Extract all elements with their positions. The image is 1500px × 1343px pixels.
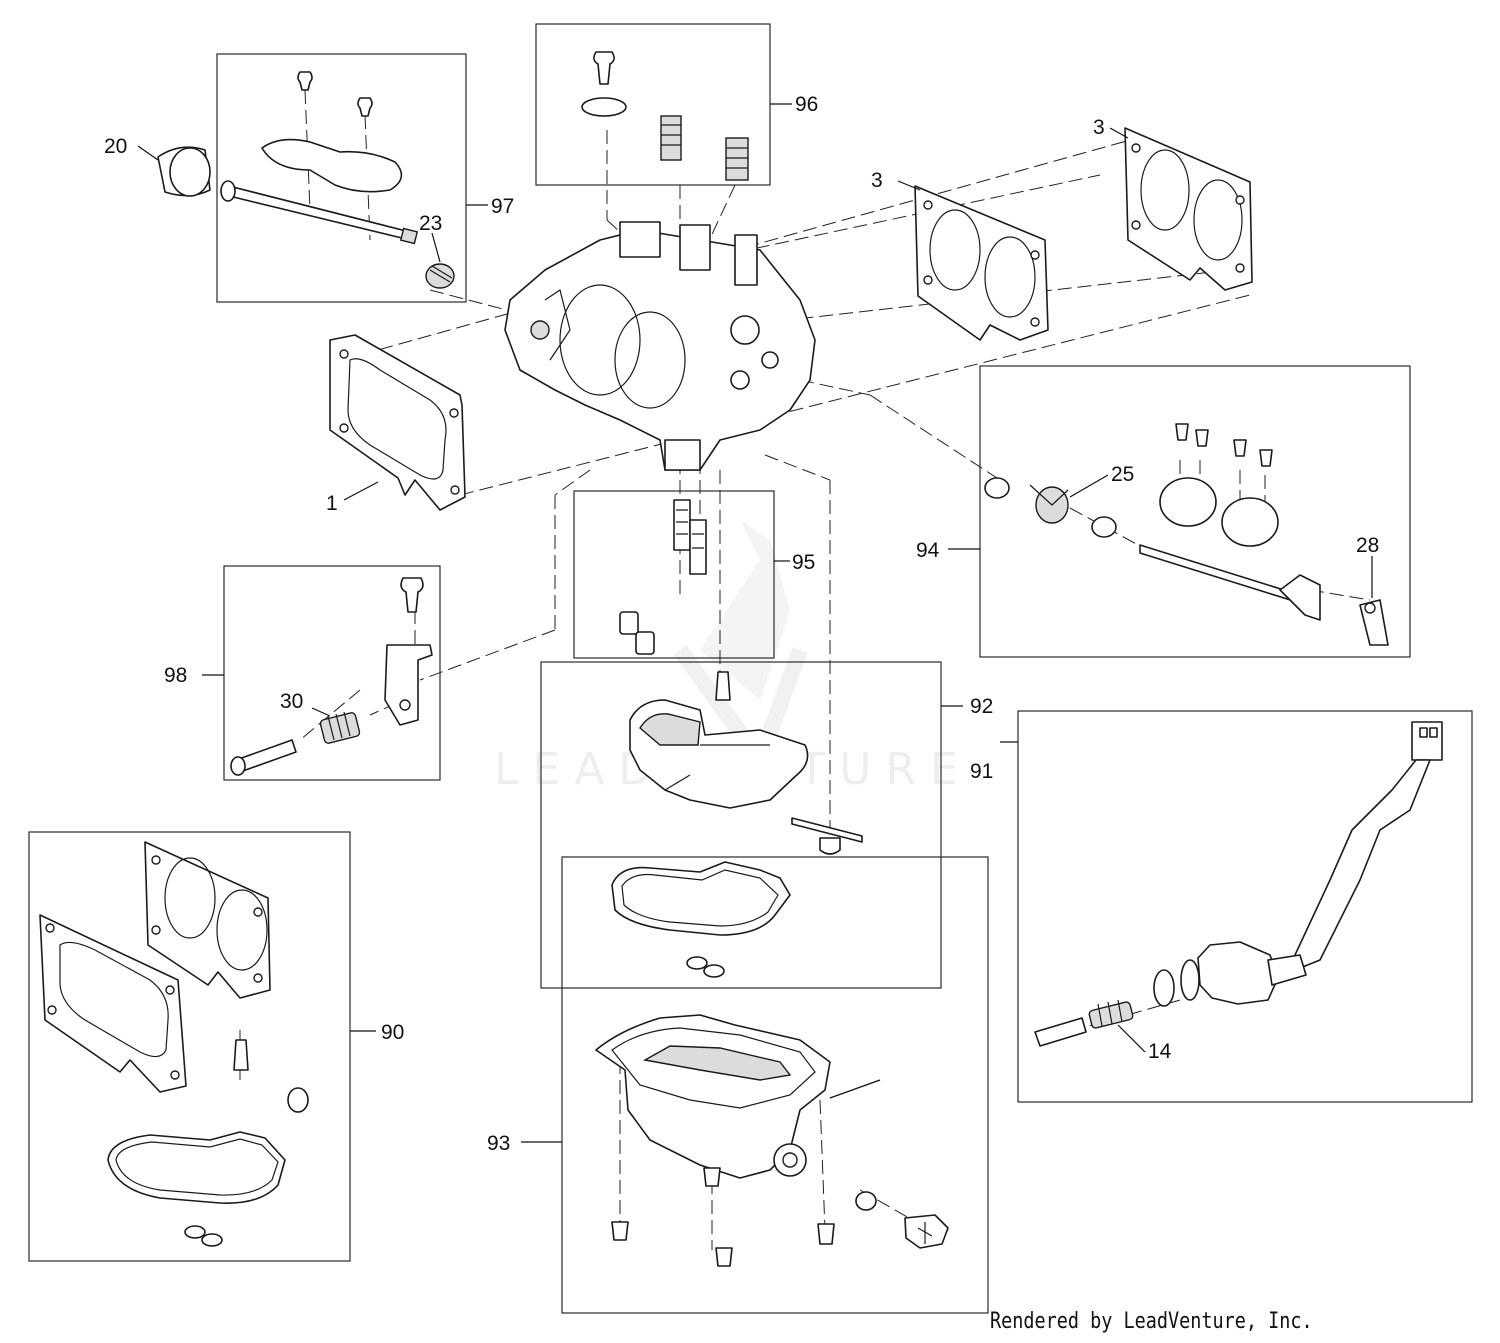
clip-part-28 (1359, 599, 1389, 646)
callout-3a: 3 (871, 169, 883, 192)
render-credit: Rendered by LeadVenture, Inc. (990, 1309, 1313, 1334)
callout-1: 1 (326, 492, 338, 515)
callout-25: 25 (1111, 463, 1134, 486)
float-kit-92 (611, 671, 863, 978)
solenoid-kit-91 (1034, 721, 1443, 1047)
carburetor-body (504, 221, 816, 471)
seal-part-20 (157, 146, 211, 197)
callout-91: 91 (970, 760, 993, 783)
jet-kit-95 (619, 499, 707, 655)
callout-95: 95 (792, 551, 815, 574)
kit-box-95 (573, 490, 775, 659)
callout-20: 20 (104, 135, 127, 158)
float-bowl-kit-93 (595, 1014, 949, 1267)
throttle-shaft-kit-97 (220, 71, 455, 289)
kit-box-94 (979, 365, 1411, 658)
kit-box-92 (540, 661, 942, 989)
callout-98: 98 (164, 664, 187, 687)
callout-numbers: 1 3 3 14 20 23 25 28 30 90 91 92 93 94 9… (104, 93, 1379, 1155)
kit-box-91 (1017, 710, 1473, 1103)
screw-jet-kit-96 (581, 51, 749, 181)
gasket-kit-90 (39, 841, 309, 1247)
gasket-part-3a (914, 185, 1049, 341)
callout-93: 93 (487, 1132, 510, 1155)
link-kit-98 (230, 577, 433, 776)
callout-97: 97 (491, 195, 514, 218)
leader-lines (137, 103, 1373, 1143)
callout-96: 96 (795, 93, 818, 116)
choke-kit-94 (984, 423, 1389, 646)
callout-30: 30 (280, 690, 303, 713)
spring-part-30 (319, 711, 361, 744)
spring-part-25 (1029, 484, 1069, 524)
callout-14: 14 (1148, 1040, 1172, 1063)
spring-part-14 (1088, 999, 1134, 1029)
gasket-part-1 (329, 334, 466, 511)
gasket-part-3b (1124, 127, 1253, 291)
kit-box-90 (28, 831, 351, 1262)
kit-box-97 (216, 53, 467, 303)
callout-94: 94 (916, 539, 940, 562)
callout-28: 28 (1356, 534, 1379, 557)
callout-90: 90 (381, 1021, 404, 1044)
callout-92: 92 (970, 695, 993, 718)
kit-box-93 (561, 856, 989, 1314)
spring-part-23 (425, 263, 455, 289)
callout-23: 23 (419, 212, 442, 235)
callout-3b: 3 (1093, 116, 1105, 139)
